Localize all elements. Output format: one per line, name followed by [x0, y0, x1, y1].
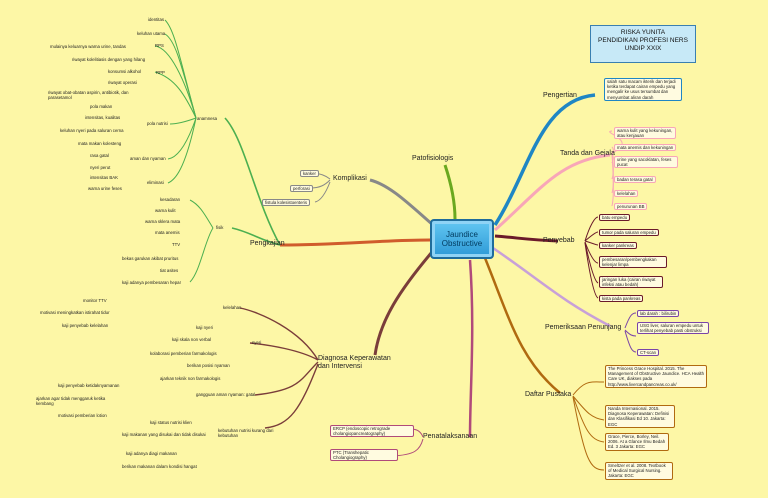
- kelelahan-item: monitor TTV: [83, 298, 107, 303]
- nyeri-item: kaji nyeri: [196, 325, 213, 330]
- penatalaksanaan-item: ERCP (endoscopic retrograde cholangiopan…: [330, 425, 414, 438]
- gangguan-item: motivasi pemberian lotion: [58, 413, 107, 418]
- central-line-2: Obstructive: [441, 239, 483, 248]
- aman-item: nyeri perut: [90, 165, 111, 170]
- tanda-item: warna kulit yang kekuningan, atau kenjau…: [614, 127, 676, 140]
- fisik-item: TTV: [172, 242, 181, 247]
- pola-nutrisi-label: pola nutrisi: [147, 121, 168, 126]
- keluhan-utama-item: keluhan utama: [137, 31, 166, 36]
- author-box: RISKA YUNITA PENDIDIKAN PROFESI NERS UND…: [590, 25, 696, 63]
- diagnosa-line-2: dan Intervensi: [318, 363, 362, 370]
- central-topic[interactable]: Jaundice Obstructive: [430, 219, 494, 259]
- fisik-item: warna kulit: [155, 208, 176, 213]
- tanda-item: kelelahan: [614, 190, 639, 198]
- rpp-item: riwayat kolelitiasis dengan yang hilang: [72, 57, 146, 62]
- kelelahan-item: kaji penyebab kelelahan: [62, 323, 109, 328]
- topic-penyebab[interactable]: Penyebab: [543, 237, 575, 244]
- penyebab-item: batu empedu: [599, 214, 631, 222]
- penyebab-item: kanker pankreas: [599, 242, 637, 250]
- topic-penatalaksanaan[interactable]: Penatalaksanaan: [423, 433, 478, 440]
- fisik-item: mata anemis: [155, 230, 180, 235]
- gangguan-label: gangguan aman nyaman: gatal: [196, 392, 256, 397]
- gangguan-item: ajarkan agar tidak menggaruk ketika kemb…: [36, 396, 106, 406]
- nutrisi-label-line-2: kebutuhan: [218, 433, 239, 438]
- nutrisi-item: kaji makanan yang disukai dan tidak disu…: [122, 432, 206, 437]
- rpp-item: konsumsi alkohol: [108, 69, 141, 74]
- penyebab-item: kista pada pankreas: [599, 295, 644, 303]
- author-name: RISKA YUNITA: [620, 29, 666, 36]
- komplikasi-item: fistula kolesistoenteris: [262, 199, 311, 207]
- author-program: PENDIDIKAN PROFESI NERS: [598, 37, 688, 44]
- nyeri-item: berikan posisi nyaman: [187, 363, 230, 368]
- pola-item: mata makan kolesteng: [78, 141, 122, 146]
- fisik-item: bekas garukan akibat pruritus: [122, 256, 179, 261]
- central-line-1: Jaundice: [445, 230, 479, 239]
- topic-daftar-pustaka[interactable]: Daftar Pustaka: [525, 391, 572, 398]
- komplikasi-item: perforasi: [290, 185, 313, 193]
- pola-item: intensitas, kualitas: [85, 115, 121, 120]
- penyebab-item: pembesaran/pembengkakan kelenjar limpa: [599, 256, 667, 269]
- reference-item: Grace, Pierce, Borley, Neil. 2006. At a …: [605, 433, 669, 451]
- nutrisi-item: kaji status nutrisi klien: [150, 420, 192, 425]
- penatalaksanaan-item: PTC (Transhepatic Cholangiography): [330, 449, 398, 462]
- nyeri-item: kaji skala non verbal: [172, 337, 211, 342]
- rps-label: RPS: [155, 43, 164, 48]
- fisik-label: fisik: [216, 225, 224, 230]
- topic-pengkajian[interactable]: Pengkajian: [250, 240, 285, 247]
- rpp-item: riwayat obat-obatan aspirin, antibiotik,…: [48, 90, 129, 100]
- nyeri-label: nyeri: [252, 340, 262, 345]
- nutrisi-item: kaji adanya diagi makanan: [126, 451, 177, 456]
- tanda-item: mata anemis dan kekuningan: [614, 144, 677, 152]
- penyebab-item: jaringan luka (cairan riwayat infeksi at…: [599, 276, 663, 289]
- rps-item: mulainya keluarnya warna urine, tandas: [50, 44, 126, 49]
- fisik-item: kesadaran: [160, 197, 181, 202]
- gangguan-item: kaji penyebab ketidaknyamanan: [58, 383, 120, 388]
- eliminasi-item: intensitas BAK: [90, 175, 118, 180]
- pemeriksaan-item: USG liver, saluran empedu untuk terlihat…: [637, 322, 709, 335]
- kelelahan-item: motivasi meningkatkan istirahat tidur: [40, 310, 110, 315]
- aman-item: rasa gatal: [90, 153, 109, 158]
- topic-komplikasi[interactable]: Komplikasi: [333, 175, 367, 182]
- pola-item: keluhan nyeri pada saluran cerna: [60, 128, 124, 133]
- penyebab-item: tumor pada saluran empedu: [599, 229, 659, 237]
- tanda-item: penurunan BB: [614, 203, 648, 211]
- topic-pengertian[interactable]: Pengertian: [543, 92, 577, 99]
- nutrisi-label: kebutuhan nutrisi kurang dari kebutuhan: [218, 428, 273, 438]
- fisik-item: kaji adanya pembesaran hepar: [122, 280, 182, 285]
- diagnosa-line-1: Diagnosa Keperawatan: [318, 355, 391, 362]
- fisik-item: tiat asites: [160, 268, 179, 273]
- fisik-item: warna sklera mata: [145, 219, 181, 224]
- eliminasi-item: warna urine feses: [88, 186, 122, 191]
- aman-nyaman-label: aman dan nyaman: [130, 156, 166, 161]
- anamnesa-label: anamnesa: [197, 116, 218, 121]
- reference-item: Nanda Internasional. 2015. Diagnosa Kepe…: [605, 405, 675, 428]
- tanda-item: urine yang sacoklatan, feses pucat: [614, 156, 678, 169]
- nutrisi-label-line-1: kebutuhan nutrisi kurang dari: [218, 428, 274, 433]
- nyeri-item: ajarkan teknik non farmakologis: [160, 376, 221, 381]
- komplikasi-item: kanker: [300, 170, 319, 178]
- pemeriksaan-item: lab darah : bilirubin: [637, 310, 680, 318]
- topic-tanda-gejala[interactable]: Tanda dan Gejala: [560, 150, 615, 157]
- tanda-item: badan terasa gatal: [614, 176, 656, 184]
- rpp-label: RPP: [156, 70, 165, 75]
- topic-diagnosa[interactable]: Diagnosa Keperawatan dan Intervensi: [318, 355, 391, 371]
- eliminasi-label: eliminasi: [147, 180, 164, 185]
- pemeriksaan-item: CT-scan: [637, 349, 659, 357]
- reference-item: Smeltzer et al. 2008. Textbook of Medica…: [605, 462, 673, 480]
- topic-patofisiologis[interactable]: Patofisiologis: [412, 155, 454, 162]
- kelelahan-label: kelelahan: [223, 305, 242, 310]
- reference-item: The Princess Grace Hospital. 2015. The M…: [605, 365, 707, 388]
- nutrisi-item: berikan makanan dalam kondisi hangat: [122, 464, 197, 469]
- nyeri-item: kolaborasi pemberian farmakologis: [150, 351, 217, 356]
- identitas-item: identitas: [148, 17, 165, 22]
- rpp-item: riwayat operasi: [108, 80, 137, 85]
- pengertian-definition: salah satu macam ikterik dan terjadi ket…: [604, 78, 682, 101]
- author-institution: UNDIP XXIX: [624, 45, 662, 52]
- pola-item: pola makan: [90, 104, 113, 109]
- topic-pemeriksaan[interactable]: Pemeriksaan Penunjang: [545, 324, 622, 331]
